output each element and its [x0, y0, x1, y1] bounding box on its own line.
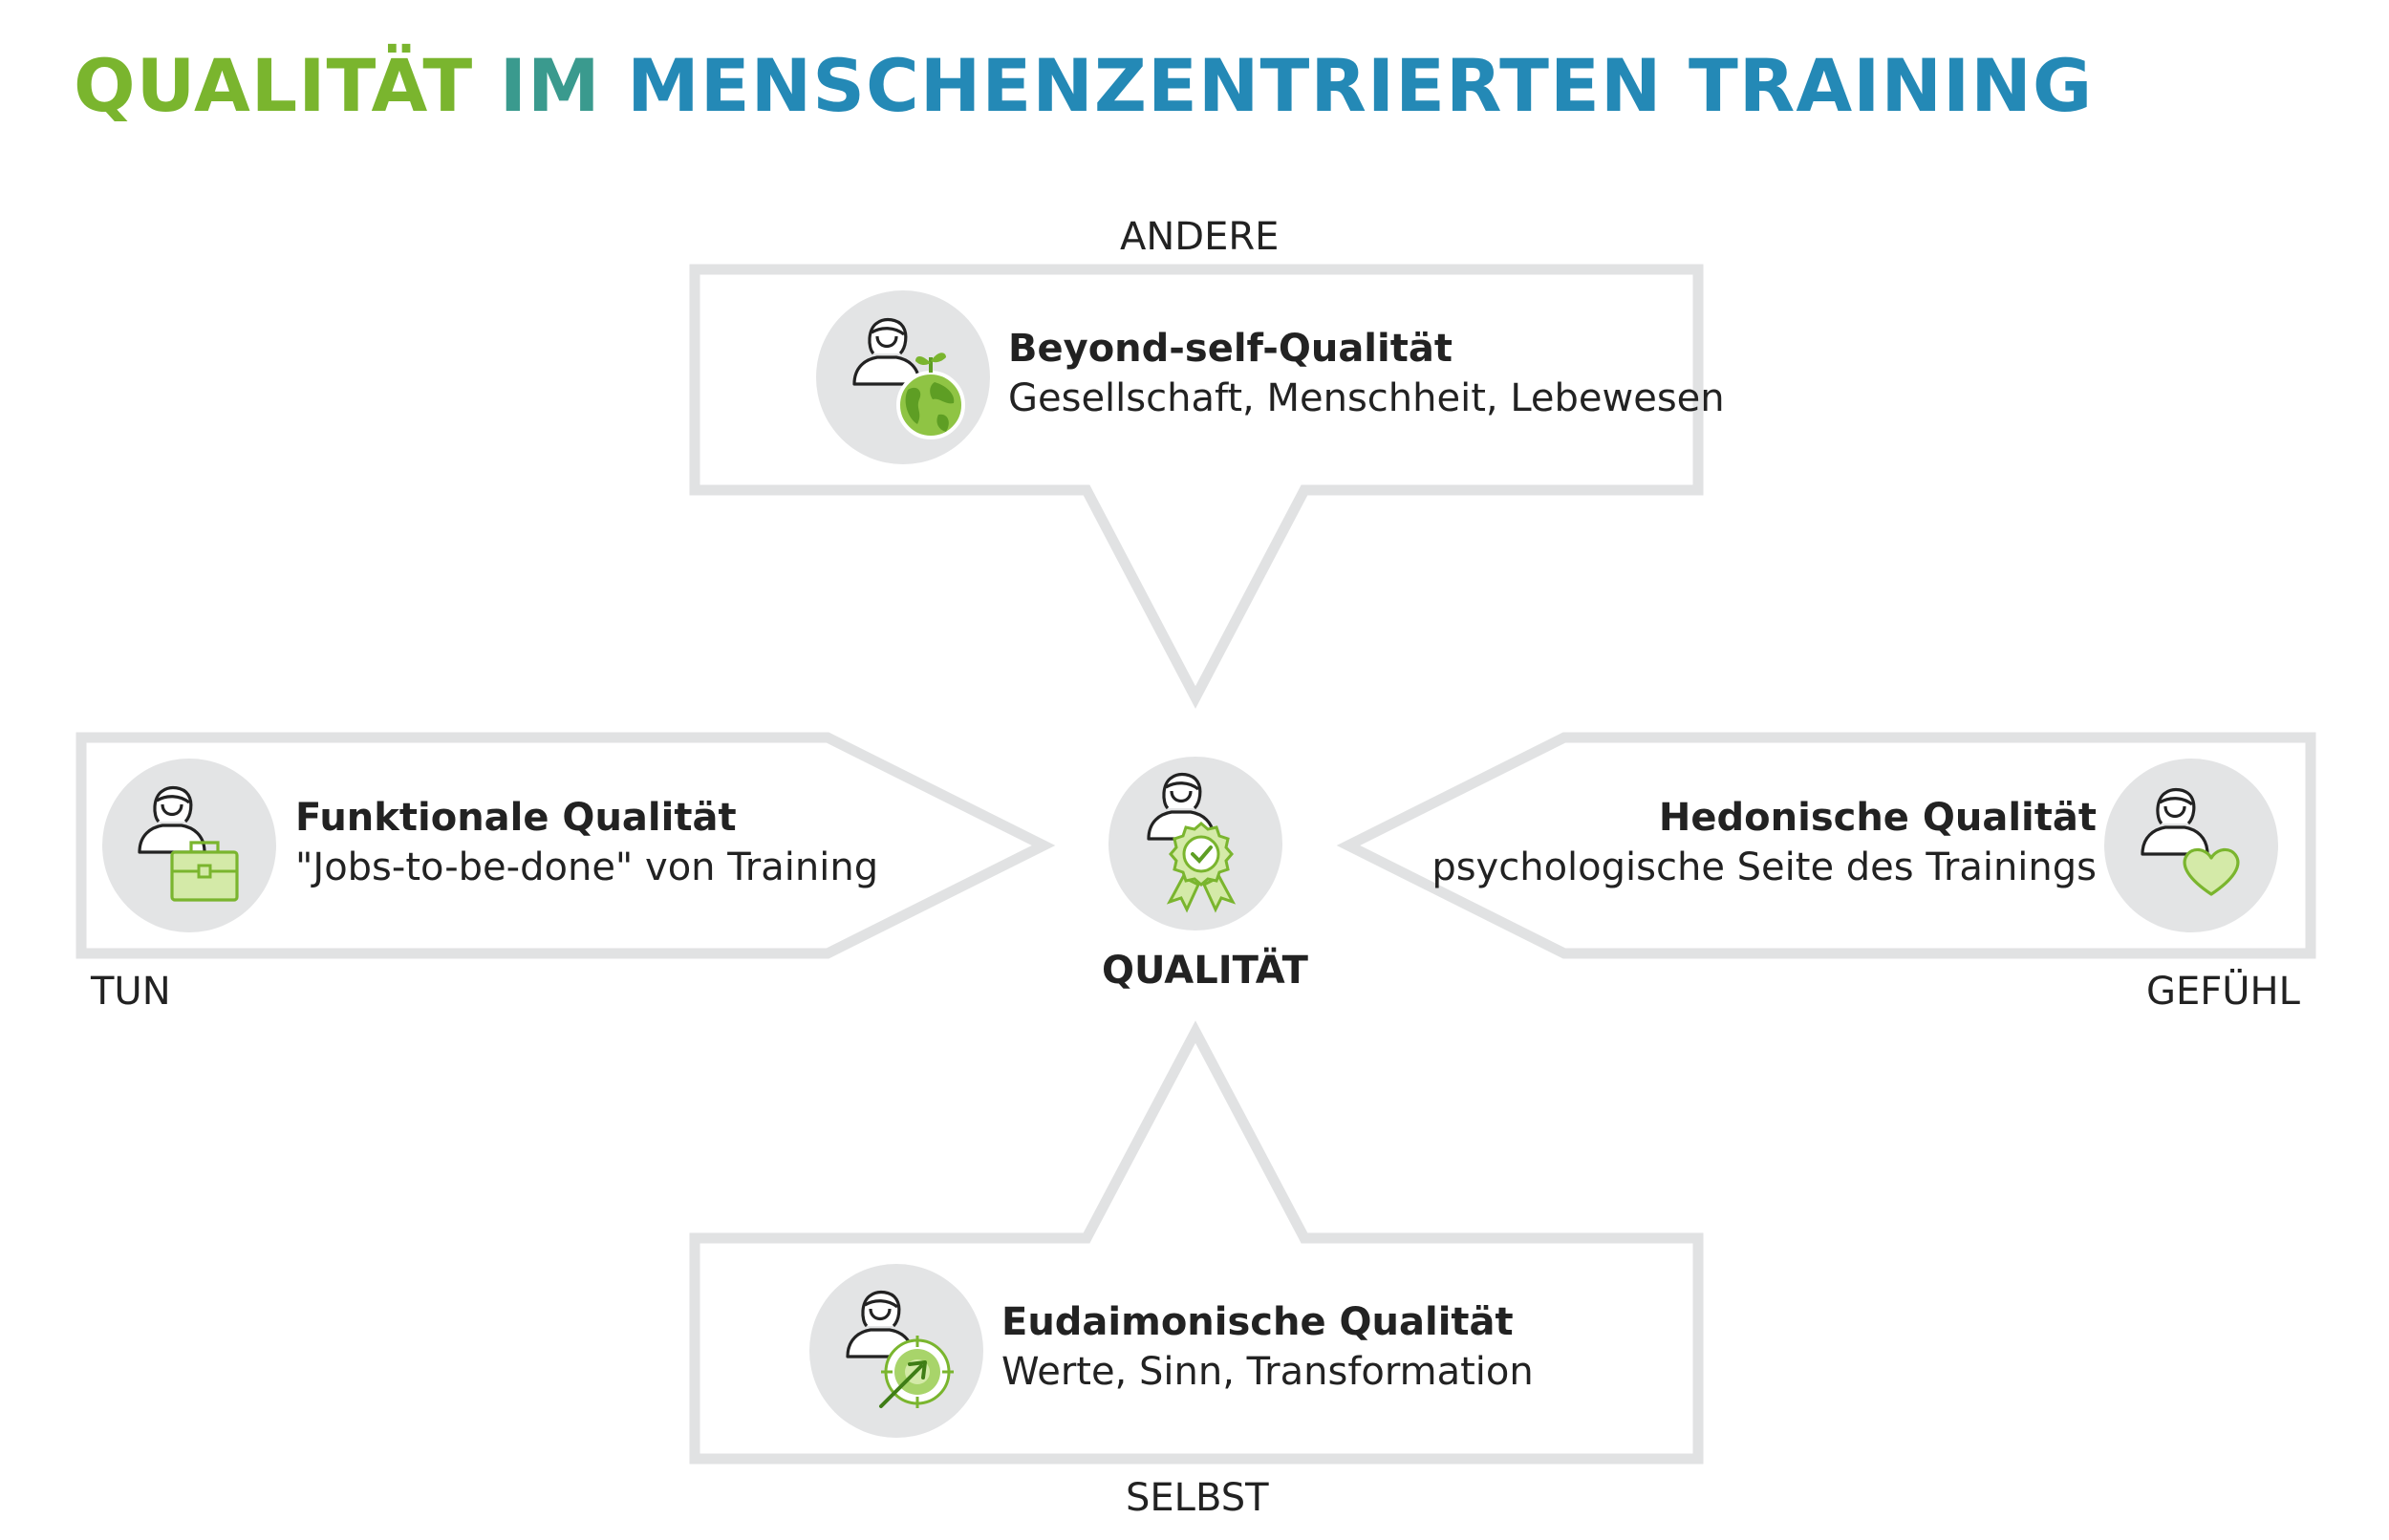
center-quality-label: QUALITÄT: [1102, 949, 1308, 993]
card-top-subtitle: Gesellschaft, Menschheit, Lebewesen: [1008, 376, 1725, 420]
title-part-im: IM: [499, 43, 601, 128]
person-target-icon: [846, 1290, 954, 1408]
axis-label-right: GEFÜHL: [2146, 970, 2300, 1014]
person-briefcase-icon: [138, 785, 239, 902]
card-top-title: Beyond-self-Qualität: [1008, 327, 1453, 371]
axis-label-bottom: SELBST: [1126, 1476, 1269, 1520]
card-right-title: Hedonische Qualität: [1658, 796, 2097, 840]
page-title: QUALITÄT IM MENSCHENZENTRIERTEN TRAINING: [74, 50, 2093, 122]
right-arrow-frame: [1336, 732, 2316, 959]
card-right-subtitle: psychologische Seite des Trainings: [1431, 845, 2097, 889]
card-left-subtitle: "Jobs-to-be-done" von Training: [295, 845, 879, 889]
person-award-icon: [1147, 772, 1237, 913]
title-part-quality: QUALITÄT: [74, 43, 474, 128]
person-heart-icon: [2141, 787, 2240, 896]
title-part-training: MENSCHENZENTRIERTEN TRAINING: [627, 43, 2094, 128]
card-bottom-subtitle: Werte, Sinn, Transformation: [1001, 1350, 1534, 1394]
card-left-title: Funktionale Qualität: [295, 796, 737, 840]
axis-label-top: ANDERE: [1120, 215, 1280, 259]
axis-label-left: TUN: [91, 970, 171, 1014]
left-arrow-frame: [75, 732, 1056, 959]
card-bottom-title: Eudaimonische Qualität: [1001, 1300, 1514, 1344]
person-globe-icon: [852, 317, 965, 439]
